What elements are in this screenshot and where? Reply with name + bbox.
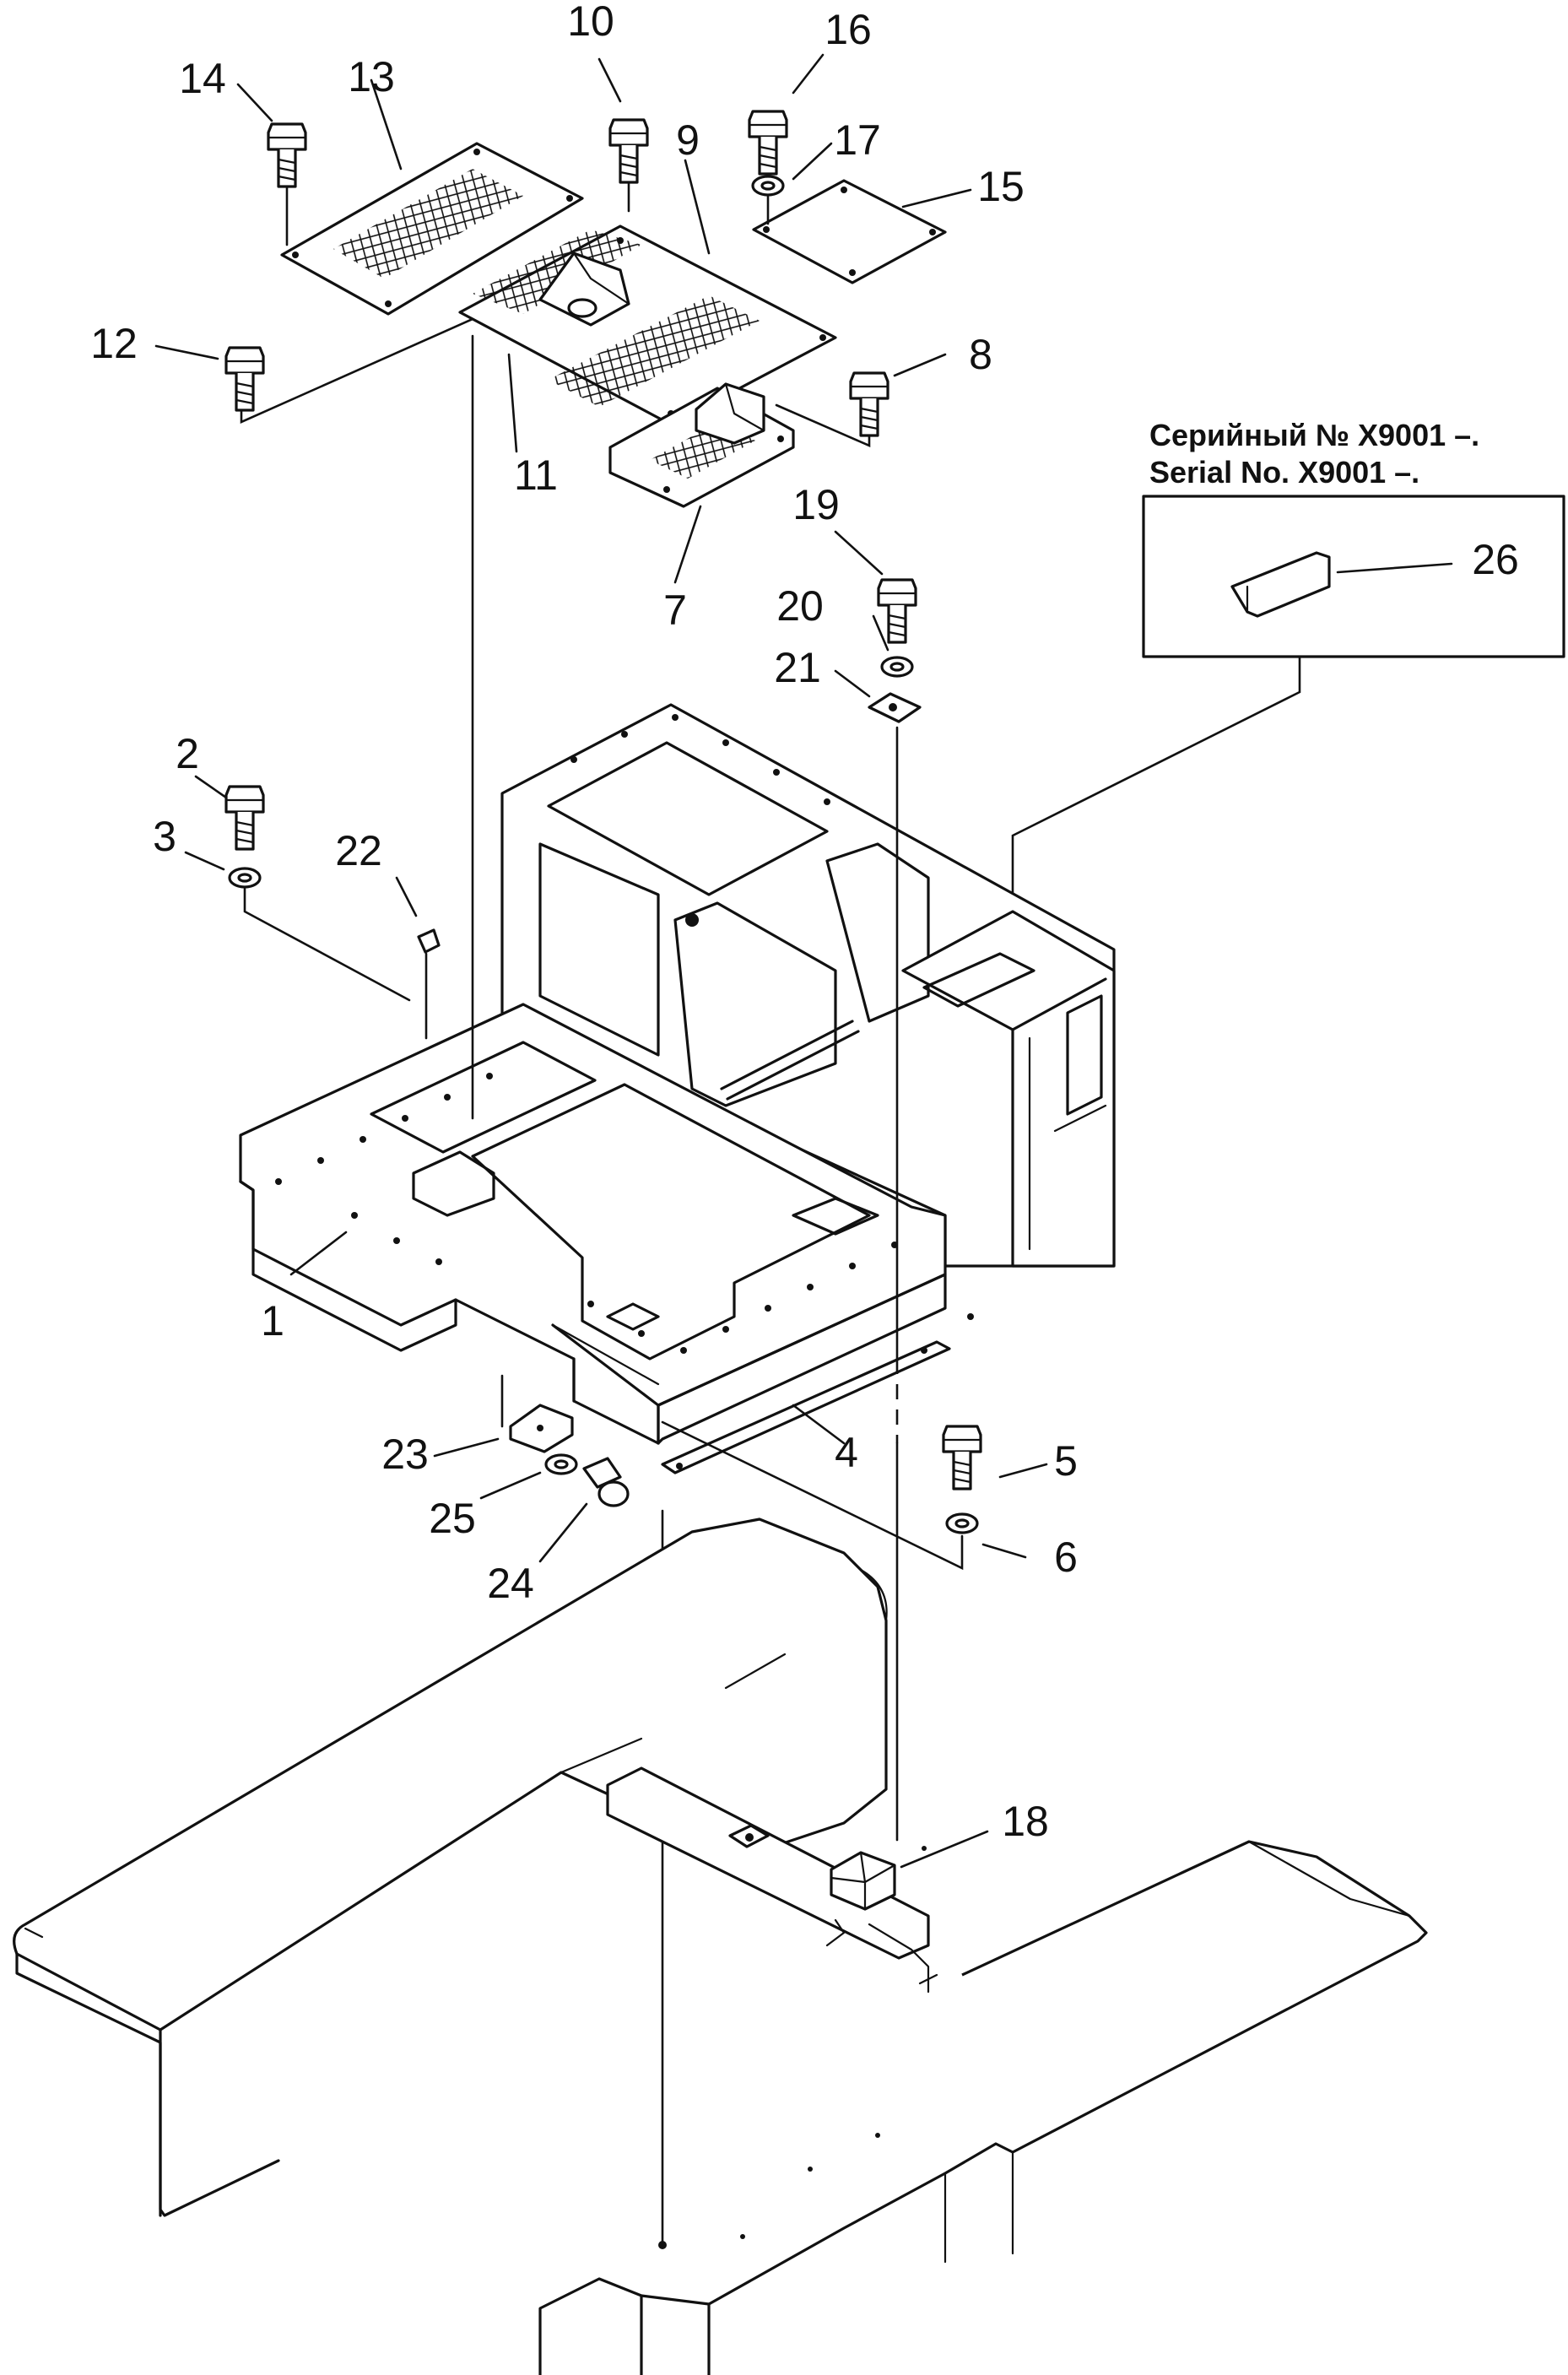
callout-6: 6	[1054, 1534, 1078, 1581]
strip-4	[661, 1340, 951, 1474]
plug-22	[417, 928, 441, 954]
spacer-21	[868, 692, 922, 723]
washer-20	[880, 656, 914, 678]
callout-16: 16	[825, 6, 872, 53]
serial-note-russian: Серийный № X9001 –.	[1149, 418, 1479, 452]
washer-3	[228, 867, 262, 889]
callout-21: 21	[774, 644, 821, 691]
floor-frame-1	[239, 703, 1116, 1445]
bolt-12	[224, 346, 265, 412]
bolt-5	[942, 1425, 982, 1490]
bolt-10	[608, 118, 649, 184]
callout-3: 3	[153, 813, 176, 860]
bolt-8	[849, 371, 889, 437]
bolt-14	[267, 122, 307, 188]
callout-23: 23	[381, 1431, 429, 1478]
cover-plate-9	[458, 225, 837, 426]
washer-6	[945, 1512, 979, 1534]
callout-20: 20	[776, 582, 824, 630]
callout-13: 13	[348, 53, 395, 100]
callout-24: 24	[487, 1560, 534, 1607]
cover-plate-13	[280, 142, 584, 316]
bolt-19	[877, 578, 917, 644]
callout-18: 18	[1002, 1798, 1049, 1845]
serial-variant-box	[1011, 495, 1565, 947]
cover-plate-15	[752, 179, 947, 284]
callout-22: 22	[335, 827, 382, 874]
cover-plate-7	[608, 382, 795, 508]
callout-25: 25	[429, 1495, 476, 1542]
undercarriage-frame	[13, 1518, 1428, 2375]
callout-14: 14	[179, 55, 226, 102]
callout-15: 15	[977, 163, 1025, 210]
knob-11	[538, 252, 630, 327]
bolt-2	[224, 785, 265, 851]
callout-17: 17	[834, 116, 881, 164]
callout-9: 9	[676, 116, 700, 164]
callout-12: 12	[90, 320, 138, 367]
callout-10: 10	[567, 0, 614, 45]
callout-4: 4	[835, 1429, 858, 1476]
washer-25	[544, 1453, 578, 1475]
callout-19: 19	[792, 481, 840, 528]
cover-23	[509, 1404, 574, 1453]
callout-5: 5	[1054, 1437, 1078, 1485]
callout-7: 7	[663, 587, 687, 634]
bolt-16	[748, 110, 788, 176]
plug-24	[582, 1457, 630, 1507]
callout-2: 2	[176, 730, 199, 777]
callout-8: 8	[969, 331, 992, 378]
callout-26: 26	[1472, 536, 1519, 583]
callout-11: 11	[514, 452, 558, 499]
washer-17	[751, 175, 785, 197]
serial-note-english: Serial No. X9001 –.	[1149, 455, 1419, 490]
callout-1: 1	[261, 1297, 284, 1344]
